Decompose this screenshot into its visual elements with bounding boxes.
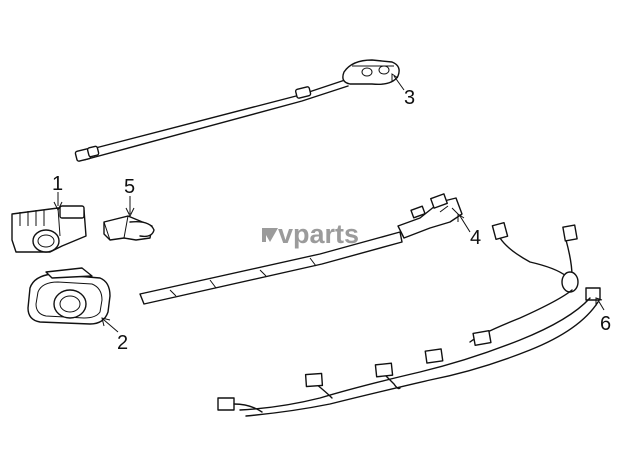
leader-lines	[53, 73, 605, 333]
part-2-sensor-bezel[interactable]	[27, 267, 111, 325]
callout-1: 1	[52, 173, 63, 195]
part-1-parking-sensor[interactable]	[11, 205, 87, 253]
part-4-wiring-harness[interactable]	[139, 193, 463, 305]
brand-mark-icon	[262, 228, 278, 242]
part-6-bumper-harness[interactable]	[217, 221, 601, 417]
callout-2: 2	[117, 332, 128, 354]
callout-3: 3	[404, 87, 415, 109]
callout-4: 4	[470, 227, 481, 249]
callout-6: 6	[600, 313, 611, 335]
part-5-retainer-clip[interactable]	[103, 215, 155, 241]
part-3-sensor-cable[interactable]	[74, 59, 400, 162]
watermark-logo: vparts	[262, 219, 359, 249]
callout-5: 5	[124, 176, 135, 198]
watermark-text: vparts	[278, 219, 359, 249]
